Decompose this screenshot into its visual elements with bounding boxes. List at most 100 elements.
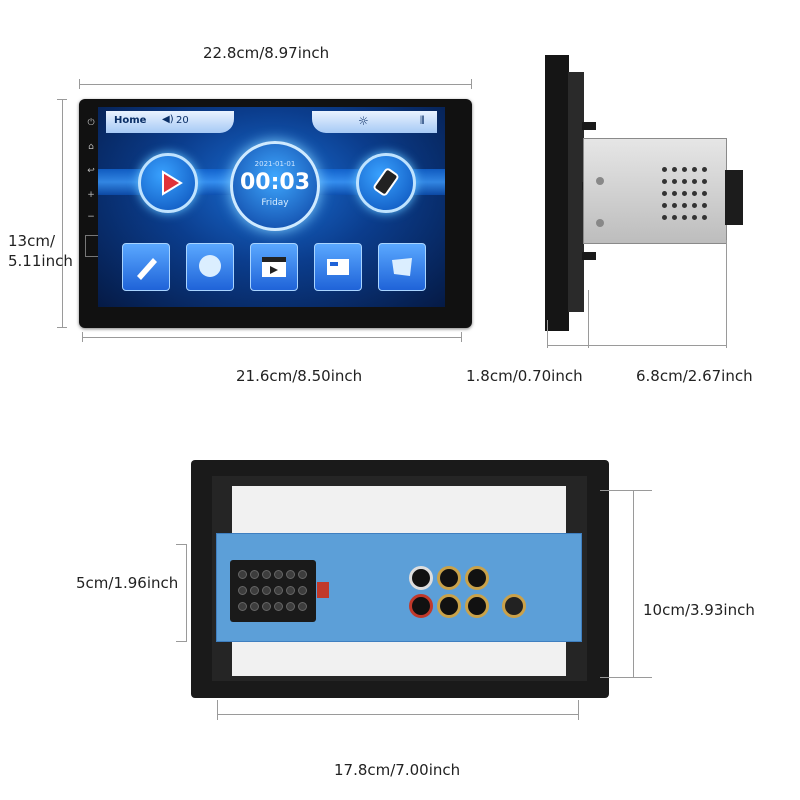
rear-connector-tick-bottom [176, 641, 186, 642]
rear-height-tick-bottom [600, 677, 652, 678]
side-view-chassis [583, 138, 727, 244]
rca-jack-group [409, 566, 519, 626]
bracket-tab [582, 252, 596, 260]
side-depth-guide-mid [588, 290, 589, 348]
front-height-label-line1: 13cm/ [8, 232, 55, 250]
phone-button[interactable] [356, 153, 416, 213]
back-icon: ↩ [87, 166, 95, 176]
chassis-vents [662, 167, 712, 227]
phone-icon [373, 168, 399, 196]
harness-pin [262, 602, 271, 611]
harness-pin [250, 570, 259, 579]
rear-width-dimension-line [217, 714, 579, 715]
vent-hole [682, 215, 687, 220]
play-button[interactable] [138, 153, 198, 213]
radio-tile[interactable] [314, 243, 362, 291]
front-width-tick-right [471, 79, 472, 89]
screen-width-tick-left [82, 332, 83, 342]
vent-hole [672, 191, 677, 196]
brightness-icon: ☼ [358, 114, 369, 128]
side-depth-guide-left [547, 320, 548, 348]
vent-hole [692, 167, 697, 172]
rear-height-label: 10cm/3.93inch [643, 601, 755, 619]
harness-pin [298, 602, 307, 611]
clock-time: 00:03 [239, 170, 311, 195]
vent-hole [662, 167, 667, 172]
vent-hole [682, 179, 687, 184]
harness-pin [274, 602, 283, 611]
vent-hole [672, 167, 677, 172]
vent-hole [692, 179, 697, 184]
home-label: Home [114, 115, 147, 126]
settings-icon [137, 258, 157, 280]
bracket-tab [582, 122, 596, 130]
video-tile[interactable] [250, 243, 298, 291]
rear-width-tick-left [217, 700, 218, 720]
harness-pin [262, 586, 271, 595]
bluetooth-tile[interactable] [378, 243, 426, 291]
screen-top-right-bar: ☼ ⫴ [312, 111, 437, 133]
harness-pin [238, 570, 247, 579]
chassis-screw [596, 219, 604, 227]
equalizer-icon: ⫴ [420, 114, 425, 127]
side-depth-dimension-line [547, 345, 726, 346]
vent-hole [682, 167, 687, 172]
harness-pin [274, 570, 283, 579]
settings-tile[interactable] [122, 243, 170, 291]
vent-hole [672, 179, 677, 184]
front-width-tick-left [79, 79, 80, 89]
bluetooth-icon [392, 258, 412, 276]
side-view-rear-bracket [725, 170, 743, 225]
side-depth-total-label: 6.8cm/2.67inch [636, 367, 753, 385]
rear-height-tick-top [600, 490, 652, 491]
harness-pin [286, 602, 295, 611]
volume-icon: ◀) [162, 114, 174, 125]
vent-hole [702, 179, 707, 184]
vent-hole [682, 203, 687, 208]
play-icon [162, 170, 183, 196]
usb-port-icon [85, 235, 99, 257]
volume-value: 20 [176, 115, 189, 126]
front-height-tick-top [57, 99, 67, 100]
rca-jack [409, 594, 433, 618]
music-icon [199, 255, 221, 277]
harness-pin [238, 586, 247, 595]
side-view-bracket [568, 72, 596, 312]
screen-width-label: 21.6cm/8.50inch [236, 367, 363, 385]
side-depth-guide-right [726, 240, 727, 348]
rear-connector-height-label: 5cm/1.96inch [76, 574, 179, 592]
fuse-block [317, 582, 329, 598]
radio-icon [327, 259, 349, 275]
vent-hole [692, 191, 697, 196]
clock-date: 2021-01-01 [254, 160, 296, 168]
screen-top-left-bar: Home ◀) 20 [106, 111, 234, 133]
front-width-label: 22.8cm/8.97inch [203, 44, 330, 62]
harness-pin [298, 570, 307, 579]
front-height-tick-bottom [57, 327, 67, 328]
clock-widget: 2021-01-01 00:03 Friday [230, 141, 320, 231]
vent-hole [702, 203, 707, 208]
harness-pin [262, 570, 271, 579]
side-view-front-plate [545, 55, 569, 331]
vent-hole [672, 203, 677, 208]
rear-width-tick-right [578, 700, 579, 720]
screen-width-tick-right [461, 332, 462, 342]
vent-hole [702, 191, 707, 196]
rca-jack [465, 566, 489, 590]
vent-hole [692, 215, 697, 220]
rca-jack [437, 566, 461, 590]
rear-connector-tick-top [176, 544, 186, 545]
volume-down-icon: − [87, 212, 95, 222]
vent-hole [702, 167, 707, 172]
volume-up-icon: + [87, 190, 95, 200]
harness-pin [286, 570, 295, 579]
touch-screen: Home ◀) 20 ☼ ⫴ 2021-01-01 00:03 Friday [98, 107, 445, 307]
clock-day: Friday [261, 198, 289, 208]
rear-height-dimension-line [633, 490, 634, 678]
harness-pin [238, 602, 247, 611]
power-icon: ⏻ [87, 118, 95, 128]
wiring-harness-connector [230, 560, 316, 622]
music-tile[interactable] [186, 243, 234, 291]
vent-hole [662, 203, 667, 208]
front-height-label-line2: 5.11inch [8, 252, 73, 270]
